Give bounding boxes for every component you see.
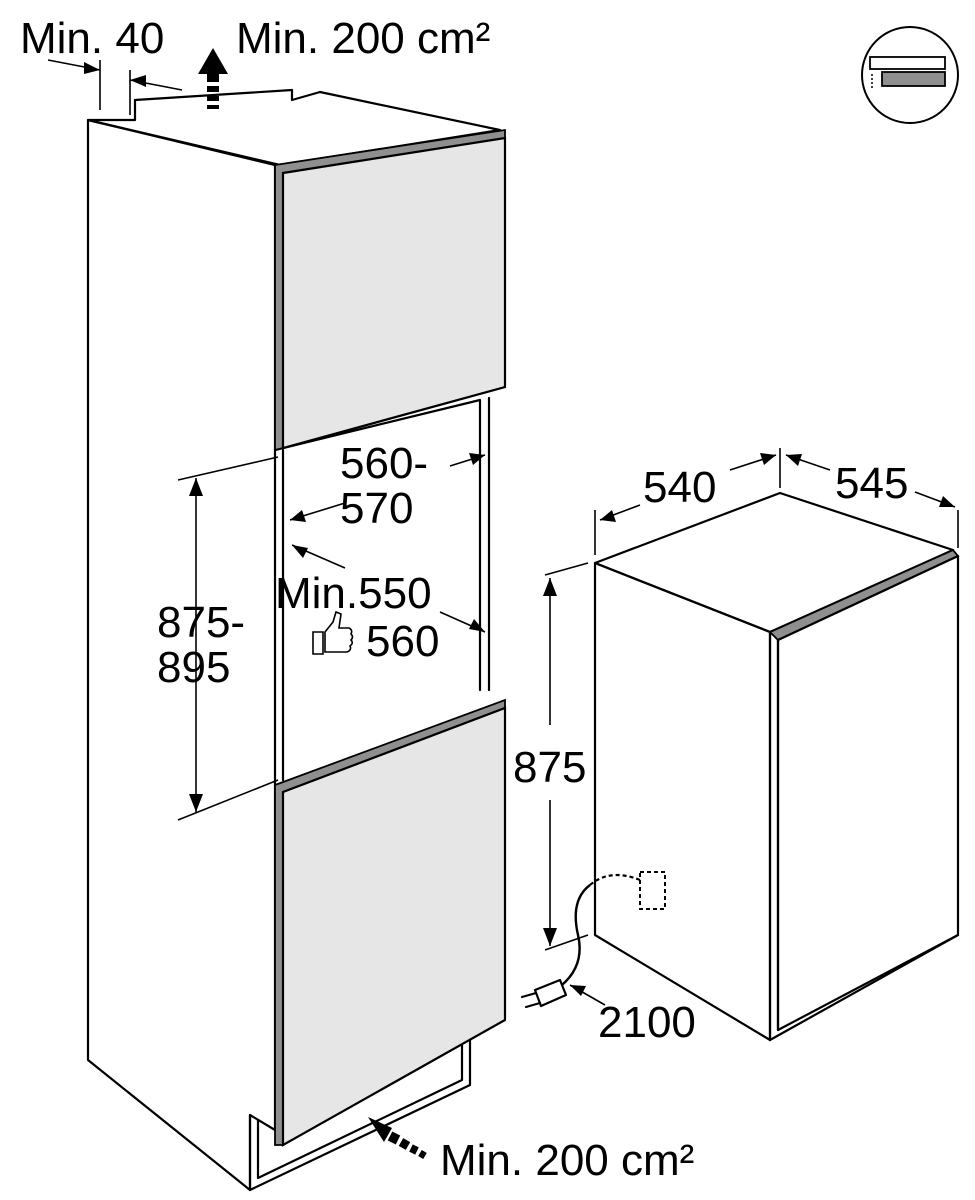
flat-hinge-door-icon	[861, 26, 959, 124]
power-plug-icon	[520, 978, 568, 1009]
appliance-side	[593, 561, 772, 1042]
niche-height-dimension: 875- 895	[157, 456, 279, 821]
thumbs-up-icon	[312, 610, 354, 655]
niche-width-line2: 570	[340, 484, 413, 533]
niche-height-line2: 895	[157, 643, 230, 692]
top-vent-indicator: Min. 200 cm²	[198, 14, 490, 109]
power-cable: 2100	[520, 871, 696, 1047]
niche-back-edge	[273, 398, 482, 692]
appliance-height-label: 875	[513, 743, 586, 792]
niche-width-line1: 560-	[340, 439, 428, 488]
min-depth-label: Min.550	[275, 569, 432, 618]
appliance-width-label: 540	[643, 463, 716, 512]
bottom-vent-indicator: Min. 200 cm²	[368, 1117, 694, 1185]
niche-height-line1: 875-	[157, 598, 245, 647]
socket-outline	[639, 871, 666, 910]
ventilation-gap-dimension: Min. 40	[20, 14, 183, 115]
bottom-vent-label: Min. 200 cm²	[440, 1136, 694, 1185]
niche-depth-dimension: Min.550 560	[275, 544, 486, 666]
appliance-depth-label: 545	[835, 459, 908, 508]
appliance-top	[593, 491, 955, 634]
appliance-door	[776, 554, 960, 1032]
airflow-arrow-icon	[368, 1117, 392, 1142]
appliance	[593, 491, 960, 1042]
airflow-arrow-icon	[198, 48, 228, 74]
appliance-width-dimension: 540	[594, 448, 781, 555]
top-vent-label: Min. 200 cm²	[236, 14, 490, 63]
appliance-depth-dimension: 545	[785, 454, 959, 548]
cabinet-plinth	[248, 1038, 472, 1192]
recommended-depth-label: 560	[366, 617, 439, 666]
upper-furniture-door	[274, 128, 507, 452]
ventilation-gap-label: Min. 40	[20, 14, 164, 63]
cable-length-label: 2100	[598, 998, 696, 1047]
appliance-height-dimension: 875	[513, 562, 589, 951]
lower-furniture-door	[274, 698, 507, 1147]
niche-width-dimension: 560- 570	[289, 439, 486, 533]
